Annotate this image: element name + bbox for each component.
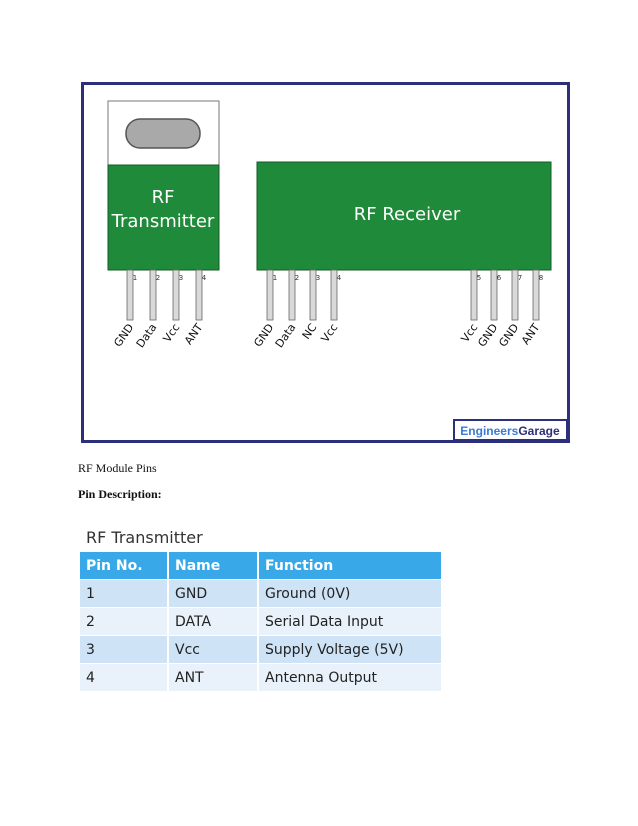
cell-name: DATA: [168, 607, 259, 636]
header-pin-no: Pin No.: [80, 552, 169, 580]
tx-pin-number: 1: [133, 274, 137, 282]
tx-pin-number: 4: [202, 274, 207, 282]
logo-text: EngineersGarage: [460, 424, 560, 438]
transmitter-board: [107, 164, 220, 271]
table-row: 2 DATA Serial Data Input: [80, 607, 441, 636]
table-row: 4 ANT Antenna Output: [80, 663, 441, 691]
engineers-garage-logo: EngineersGarage: [453, 419, 567, 440]
logo-text-garage: Garage: [518, 424, 560, 438]
pin-description-heading: Pin Description:: [78, 487, 162, 501]
cell-name: Vcc: [168, 635, 259, 664]
tx-pin-label: ANT: [182, 321, 206, 347]
header-function: Function: [258, 552, 441, 580]
tx-pin-3: [172, 269, 180, 321]
rx-pin-number: 5: [477, 274, 481, 282]
logo-text-engineers: Engineers: [460, 424, 518, 438]
rx-pin-1: [266, 269, 274, 321]
rx-pin-7: [511, 269, 519, 321]
transmitter-label-line1: RF: [152, 187, 175, 208]
rx-pin-label: Data: [273, 321, 299, 350]
rf-transmitter-module: RF Transmitter: [107, 100, 220, 271]
cell-pin-no: 4: [80, 663, 169, 691]
cell-pin-no: 3: [80, 635, 169, 664]
rx-pin-5: [470, 269, 478, 321]
rx-pin-3: [309, 269, 317, 321]
tx-pin-4: [195, 269, 203, 321]
rx-pin-2: [288, 269, 296, 321]
cell-function: Supply Voltage (5V): [258, 635, 441, 664]
tx-pin-1: [126, 269, 134, 321]
rx-pin-label: GND: [251, 321, 276, 349]
pin-table: Pin No. Name Function 1 GND Ground (0V) …: [80, 552, 441, 691]
rx-pin-8: [532, 269, 540, 321]
rx-pin-number: 8: [539, 274, 543, 282]
rx-pin-number: 1: [273, 274, 277, 282]
tx-pin-label: Data: [134, 321, 160, 350]
table-title: RF Transmitter: [86, 528, 203, 547]
receiver-board: [256, 161, 552, 271]
rx-pin-number: 4: [337, 274, 342, 282]
rx-pin-6: [490, 269, 498, 321]
rx-pin-label: GND: [475, 321, 500, 349]
rx-pin-number: 7: [518, 274, 522, 282]
transmitter-label-line2: Transmitter: [111, 211, 215, 232]
table-header-row: Pin No. Name Function: [80, 552, 441, 580]
tx-pin-number: 3: [179, 274, 183, 282]
rx-pin-label: GND: [496, 321, 521, 349]
table-row: 1 GND Ground (0V): [80, 579, 441, 608]
logo-frame: [453, 419, 567, 440]
cell-function: Serial Data Input: [258, 607, 441, 636]
cell-name: GND: [168, 579, 259, 608]
cell-pin-no: 1: [80, 579, 169, 608]
rx-pin-4: [330, 269, 338, 321]
rx-pin-number: 3: [316, 274, 320, 282]
rx-pin-label: NC: [300, 321, 320, 342]
figure-caption: RF Module Pins: [78, 461, 157, 475]
header-name: Name: [168, 552, 259, 580]
tx-pin-number: 2: [156, 274, 160, 282]
cell-pin-no: 2: [80, 607, 169, 636]
tx-pin-label: Vcc: [161, 321, 183, 345]
cell-function: Ground (0V): [258, 579, 441, 608]
crystal-oscillator-icon: [125, 118, 201, 149]
rx-pin-number: 6: [497, 274, 502, 282]
cell-function: Antenna Output: [258, 663, 441, 691]
rx-pin-number: 2: [295, 274, 299, 282]
receiver-label: RF Receiver: [354, 204, 461, 225]
table-row: 3 Vcc Supply Voltage (5V): [80, 635, 441, 664]
rx-pin-label: ANT: [519, 321, 543, 347]
rx-pin-label: Vcc: [319, 321, 341, 345]
cell-name: ANT: [168, 663, 259, 691]
tx-pin-label: GND: [111, 321, 136, 349]
rf-receiver-module: RF Receiver: [256, 161, 552, 271]
tx-pin-2: [149, 269, 157, 321]
